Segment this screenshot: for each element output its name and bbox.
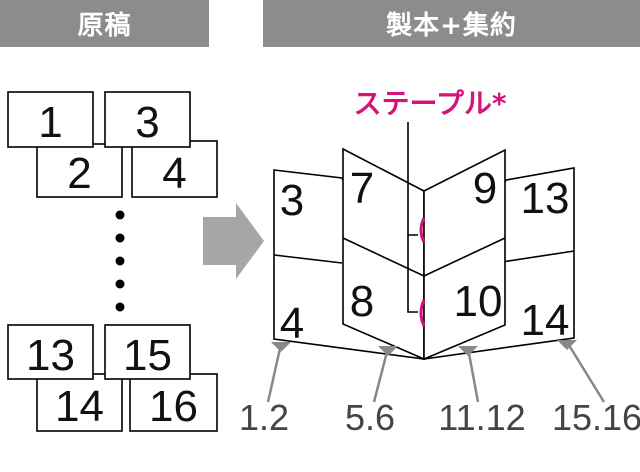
booklet-illustration: 3 4 7 8 9 10 13 14: [273, 147, 575, 361]
staple-leader-lower: [407, 235, 418, 313]
pointer-head-2: [378, 346, 398, 356]
staple-mark-lower: [419, 299, 426, 327]
pointer-head-4: [557, 340, 577, 350]
staple-mark-upper: [419, 217, 426, 243]
pointer-head-1: [271, 342, 291, 352]
original-pages-bottom: 14 13 16 15: [7, 324, 218, 432]
booklet-page-4: 4: [280, 299, 304, 348]
ellipsis-dots: [115, 210, 125, 312]
header-original: 原稿: [0, 0, 209, 47]
page-3-number: 3: [135, 98, 159, 147]
page-14-number: 14: [55, 382, 104, 431]
page-2-number: 2: [67, 149, 91, 198]
page-1-number: 1: [38, 98, 62, 147]
staple-label: ステープル*: [354, 87, 507, 120]
process-arrow: [203, 203, 264, 279]
booklet-page-9: 9: [473, 164, 497, 213]
page-13: [7, 324, 94, 380]
header-output-text: 製本+集約: [386, 11, 517, 41]
booklet-page-8: 8: [350, 277, 374, 326]
booklet-page-7: 7: [350, 164, 374, 213]
sheet-label-2: 5.6: [345, 397, 395, 438]
page-15-number: 15: [123, 331, 172, 380]
staple-callout: ステープル*: [354, 87, 507, 327]
center-fold-line: [342, 237, 506, 277]
page-4-number: 4: [162, 149, 186, 198]
sheet-pointers: [266, 340, 606, 403]
page-16: [129, 373, 218, 432]
header-original-text: 原稿: [77, 11, 132, 41]
page-3: [104, 91, 191, 148]
right-outer-fold-line: [501, 250, 575, 263]
pointer-head-3: [458, 346, 478, 356]
original-pages-top: 2 1 4 3: [7, 91, 218, 198]
left-outer-fold-line: [273, 254, 343, 264]
pointer-line-2: [372, 347, 390, 403]
page-1: [7, 91, 94, 148]
sheet-label-1: 1.2: [239, 397, 289, 438]
booklet-page-10: 10: [454, 277, 503, 326]
page-13-number: 13: [26, 331, 75, 380]
booklet-page-13: 13: [521, 174, 570, 223]
page-2: [36, 143, 123, 198]
header-output: 製本+集約: [263, 0, 640, 47]
page-15: [104, 324, 191, 380]
page-14: [36, 373, 123, 432]
page-16-number: 16: [149, 382, 198, 431]
pointer-line-1: [266, 343, 283, 403]
sheet-label-3: 11.12: [438, 397, 525, 438]
pointer-line-3: [466, 347, 480, 403]
sheet-label-4: 15.16: [552, 397, 640, 438]
booklet-page-3: 3: [280, 176, 304, 225]
booklet-page-14: 14: [521, 296, 570, 345]
pointer-line-4: [565, 341, 606, 403]
